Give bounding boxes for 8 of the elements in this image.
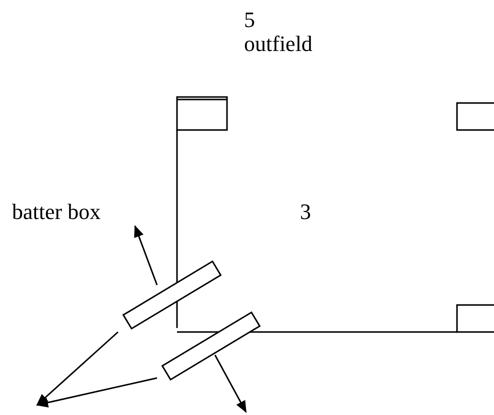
label-text: 5	[244, 8, 255, 32]
arrow	[134, 225, 158, 286]
arrow	[214, 354, 247, 413]
arrow	[36, 331, 118, 406]
label-text: 3	[300, 200, 311, 224]
label-text: outfield	[244, 32, 312, 56]
label-text: batter box	[12, 200, 101, 224]
arrow	[36, 377, 158, 408]
